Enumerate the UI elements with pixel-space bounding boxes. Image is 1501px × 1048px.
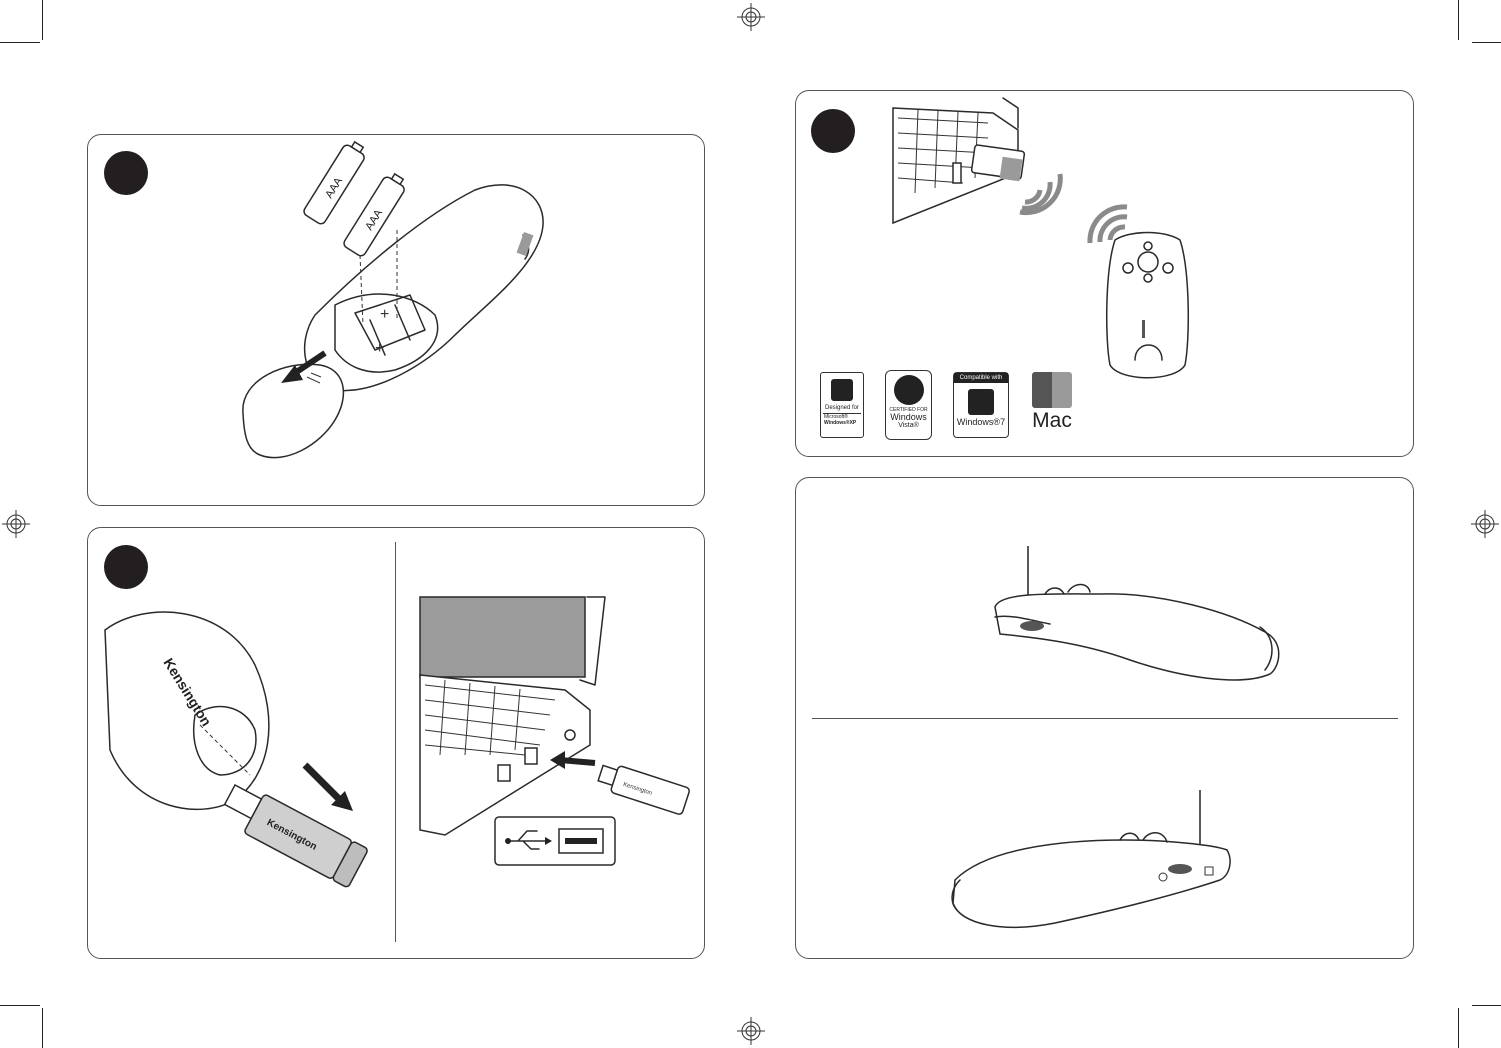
step-2-marker bbox=[104, 545, 148, 589]
remote-side-view-left bbox=[990, 542, 1285, 687]
registration-mark-icon bbox=[736, 1016, 766, 1046]
registration-mark-icon bbox=[1, 509, 31, 539]
vista-logo-line2: Windows bbox=[886, 413, 931, 422]
windows-flag-icon bbox=[968, 389, 994, 415]
svg-text:+: + bbox=[375, 340, 384, 357]
mac-logo: Mac bbox=[1030, 372, 1074, 438]
windows-vista-logo: CERTIFIED FOR Windows Vista® bbox=[885, 370, 932, 440]
remote-side-view-right bbox=[945, 785, 1235, 930]
windows-xp-logo: Designed for Microsoft® Windows®XP bbox=[820, 372, 864, 438]
svg-text:+: + bbox=[380, 306, 389, 323]
crop-mark bbox=[1458, 0, 1459, 40]
step-3-marker bbox=[811, 109, 855, 153]
crop-mark bbox=[42, 1008, 43, 1048]
windows-flag-icon bbox=[831, 379, 853, 401]
crop-mark bbox=[1458, 1008, 1459, 1048]
step-1-marker bbox=[104, 151, 148, 195]
mac-logo-label: Mac bbox=[1030, 408, 1074, 434]
crop-mark bbox=[0, 1005, 40, 1006]
panel-divider bbox=[395, 542, 396, 942]
xp-logo-line3: Windows®XP bbox=[821, 420, 863, 426]
registration-mark-icon bbox=[736, 2, 766, 32]
remote-top-illustration bbox=[1100, 230, 1195, 382]
wireless-signal-icon bbox=[1020, 172, 1065, 212]
crop-mark bbox=[1472, 42, 1501, 43]
remote-battery-illustration: + + AAA AAA bbox=[225, 155, 555, 475]
crop-mark bbox=[42, 0, 43, 40]
registration-mark-icon bbox=[1470, 509, 1500, 539]
crop-mark bbox=[1472, 1005, 1501, 1006]
win7-logo-header: Compatible with bbox=[954, 373, 1008, 383]
vista-orb-icon bbox=[894, 375, 924, 405]
win7-logo-label: Windows®7 bbox=[954, 417, 1008, 427]
mac-finder-icon bbox=[1032, 372, 1072, 408]
xp-logo-line1: Designed for bbox=[821, 405, 863, 411]
crop-mark bbox=[0, 42, 40, 43]
receiver-removal-illustration: Kensington Kensington bbox=[105, 605, 375, 905]
section-divider bbox=[812, 718, 1398, 719]
laptop-usb-illustration: Kensington bbox=[415, 595, 685, 870]
windows-7-logo: Compatible with Windows®7 bbox=[953, 372, 1009, 438]
vista-logo-line3: Vista® bbox=[886, 422, 931, 430]
